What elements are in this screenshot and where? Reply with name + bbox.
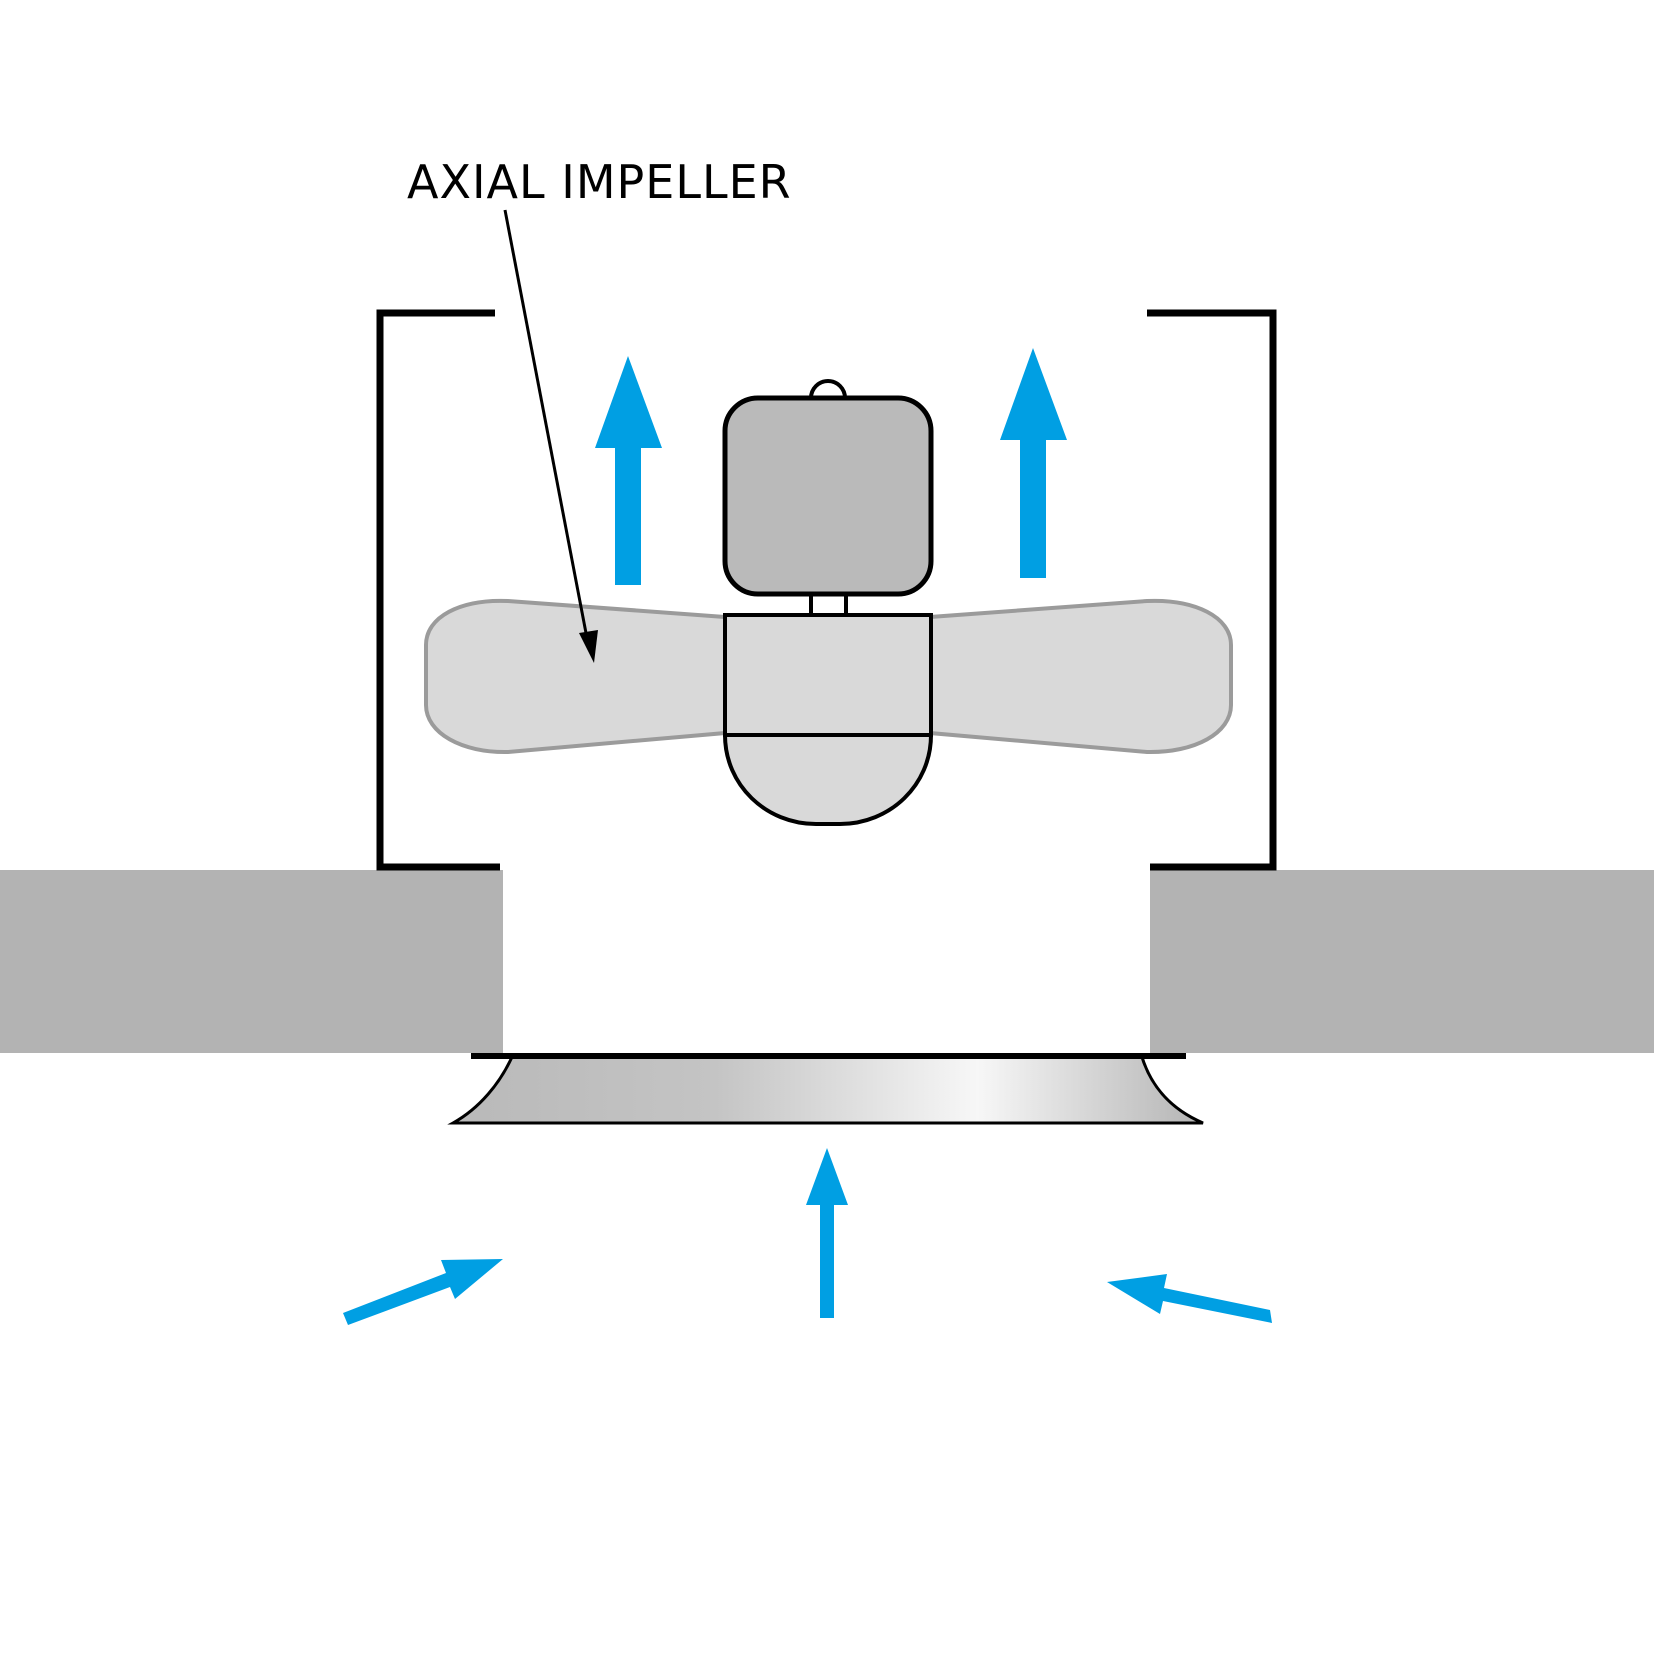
ceiling-slab-left: [0, 870, 503, 1053]
housing-bracket-right: [1147, 309, 1277, 871]
impeller-blade-right: [928, 598, 1233, 755]
motor-block: [722, 395, 934, 597]
impeller-hub: [723, 613, 933, 737]
airflow-up-arrow-center: [806, 1148, 848, 1318]
airflow-inlet-arrow-right: [1107, 1274, 1272, 1323]
airflow-up-arrow-left: [595, 356, 662, 585]
airflow-inlet-arrow-left: [343, 1259, 503, 1325]
callout-leader-line: [503, 209, 588, 634]
callout-arrowhead: [579, 630, 598, 663]
housing-bracket-left: [376, 309, 500, 871]
callout-label-axial-impeller: AXIAL IMPELLER: [407, 155, 792, 209]
impeller-blade-left: [424, 598, 727, 755]
inlet-ring: [447, 1055, 1204, 1125]
airflow-up-arrow-right: [1000, 348, 1067, 578]
motor-top-knob: [808, 379, 848, 400]
hub-bottom-dome: [722, 733, 934, 826]
ceiling-slab-right: [1150, 870, 1654, 1053]
